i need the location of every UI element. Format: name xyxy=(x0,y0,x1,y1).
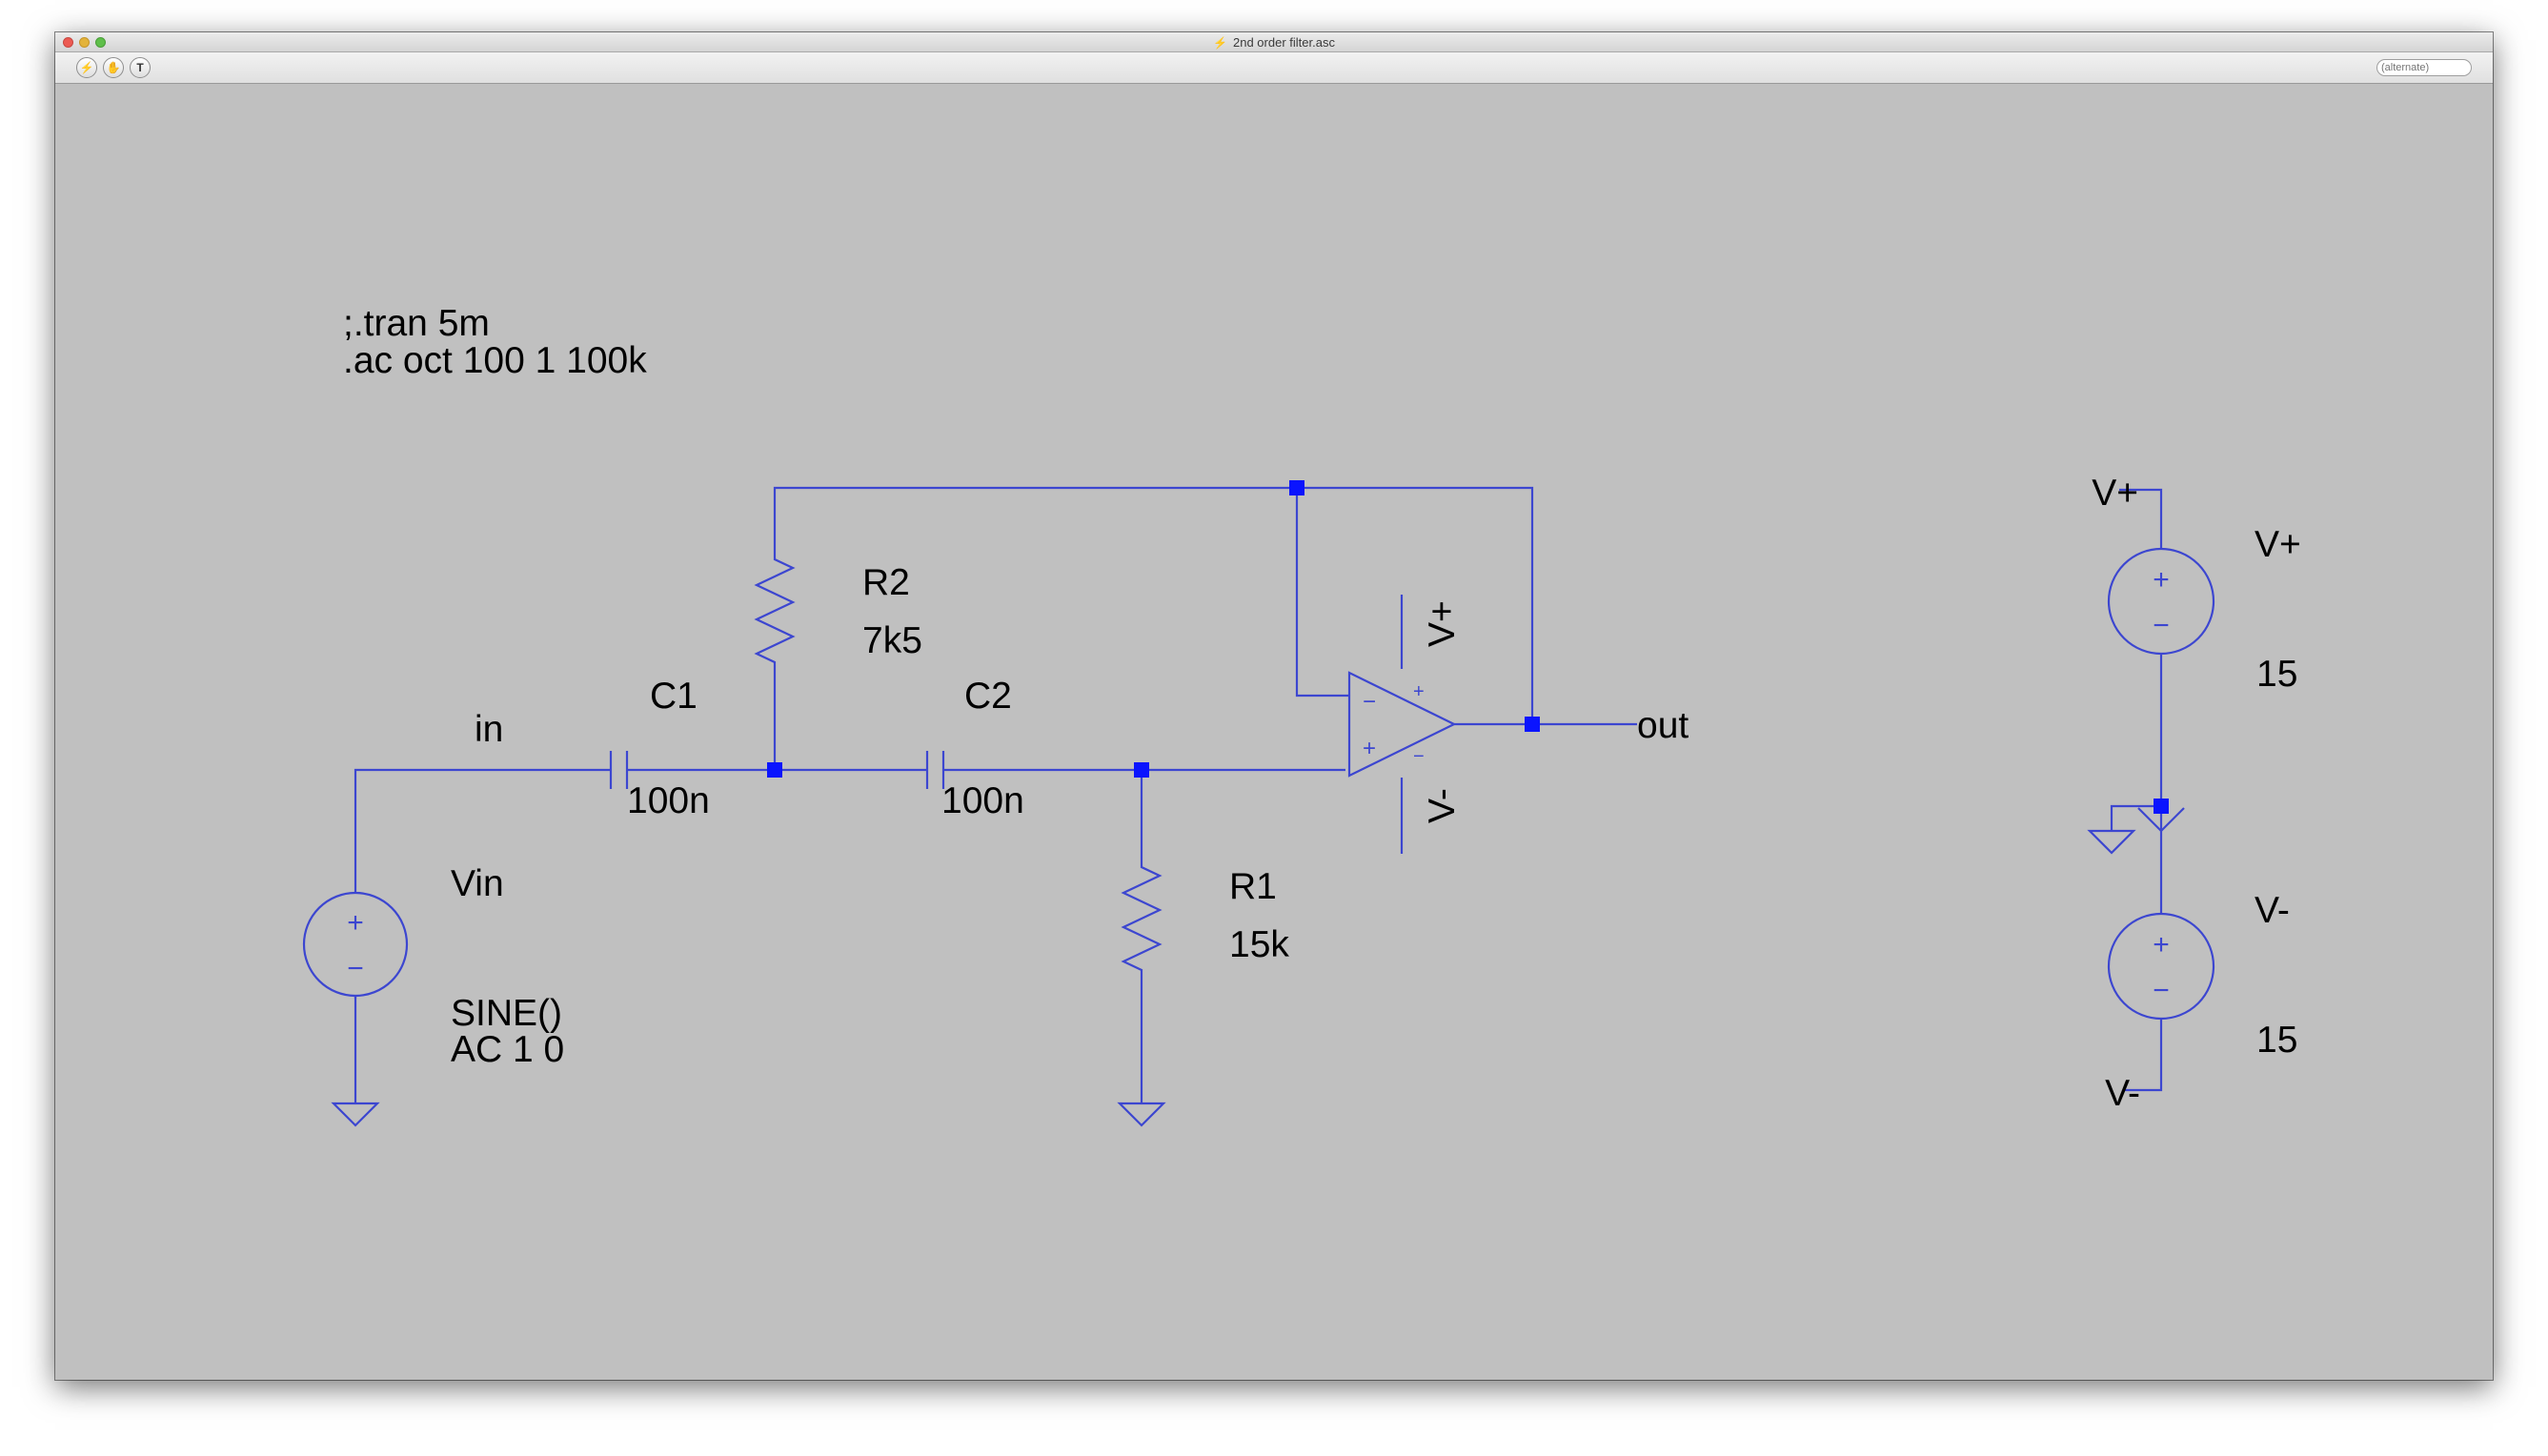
opamp-vpos-sign: + xyxy=(1413,681,1425,702)
wire-vminus-label xyxy=(2125,1019,2163,1092)
vin-value1[interactable]: SINE() xyxy=(451,993,562,1034)
source-plus-sign: + xyxy=(2153,564,2170,596)
junction-node xyxy=(1289,480,1304,495)
text-tool-icon: T xyxy=(136,61,144,74)
r2-name[interactable]: R2 xyxy=(862,562,910,603)
source-plus-sign: + xyxy=(2153,929,2170,961)
c2-value[interactable]: 100n xyxy=(941,780,1024,821)
resistor-r1[interactable] xyxy=(1121,862,1163,985)
wires[interactable] xyxy=(354,486,2163,1103)
opamp-vpos-label[interactable]: V+ xyxy=(1422,600,1463,647)
wire-in xyxy=(354,768,611,883)
c1-value[interactable]: 100n xyxy=(627,780,710,821)
resistor-r2[interactable] xyxy=(754,555,796,677)
opamp-vneg-sign: − xyxy=(1413,746,1425,767)
wire-supply-gnd xyxy=(2110,804,2161,831)
vneg-value[interactable]: 15 xyxy=(2256,1020,2297,1061)
source-minus-sign: − xyxy=(347,953,364,984)
c1-name[interactable]: C1 xyxy=(650,676,698,717)
r1-name[interactable]: R1 xyxy=(1229,866,1277,907)
junction-node xyxy=(767,762,782,778)
capacitor-c2[interactable] xyxy=(925,751,945,789)
opamp-noninv-sign: + xyxy=(1363,736,1376,761)
document-icon: ⚡ xyxy=(1213,36,1227,50)
search-input[interactable] xyxy=(2376,59,2472,76)
source-plus-sign: + xyxy=(347,907,364,939)
vin-value2[interactable]: AC 1 0 xyxy=(451,1029,564,1070)
voltage-source-vin[interactable]: + − xyxy=(302,883,409,999)
ground-r1[interactable] xyxy=(1117,1102,1166,1127)
c2-name[interactable]: C2 xyxy=(964,676,1012,717)
voltage-source-vpos[interactable]: + − xyxy=(2107,547,2215,656)
source-minus-sign: − xyxy=(2153,975,2170,1006)
close-button[interactable] xyxy=(63,37,73,48)
supply-label-vplus[interactable]: V+ xyxy=(2092,473,2138,514)
junction-node xyxy=(1134,762,1149,778)
window-controls xyxy=(63,37,106,48)
halt-button[interactable]: ✋ xyxy=(103,57,124,78)
ltspice-window: ⚡ 2nd order filter.asc ⚡ ✋ T ;.tran 5m .a… xyxy=(55,32,2493,1380)
capacitor-c1[interactable] xyxy=(609,751,629,789)
supply-flag xyxy=(2137,807,2185,833)
wire-feedback xyxy=(773,486,1534,724)
directive-tran[interactable]: ;.tran 5m xyxy=(343,303,490,344)
wire-vplus-label xyxy=(2119,488,2163,549)
text-tool-button[interactable]: T xyxy=(130,57,151,78)
directive-ac[interactable]: .ac oct 100 1 100k xyxy=(343,340,647,381)
directive-text[interactable]: ;.tran 5m .ac oct 100 1 100k xyxy=(343,303,647,381)
opamp[interactable]: − + + − xyxy=(1347,671,1457,778)
opamp-inv-sign: − xyxy=(1363,689,1376,715)
junction-node xyxy=(2154,799,2169,814)
window-title: ⚡ 2nd order filter.asc xyxy=(55,35,2493,50)
r1-value[interactable]: 15k xyxy=(1229,924,1289,965)
ground-vin[interactable] xyxy=(331,1102,380,1127)
run-button[interactable]: ⚡ xyxy=(76,57,97,78)
net-label-in[interactable]: in xyxy=(475,709,503,750)
junction-node xyxy=(1525,717,1540,732)
wire-inv-input xyxy=(1295,488,1349,698)
source-minus-sign: − xyxy=(2153,610,2170,641)
title-bar: ⚡ 2nd order filter.asc xyxy=(55,32,2493,52)
r2-value[interactable]: 7k5 xyxy=(862,620,922,661)
zoom-button[interactable] xyxy=(95,37,106,48)
ground-supply[interactable] xyxy=(2087,829,2136,855)
minimize-button[interactable] xyxy=(79,37,90,48)
schematic-canvas[interactable]: ;.tran 5m .ac oct 100 1 100k xyxy=(55,84,2493,1380)
vin-name[interactable]: Vin xyxy=(451,863,504,904)
voltage-source-vneg[interactable]: + − xyxy=(2107,912,2215,1021)
window-title-text: 2nd order filter.asc xyxy=(1233,35,1335,50)
junctions xyxy=(767,480,2169,814)
halt-icon: ✋ xyxy=(106,61,121,74)
vpos-value[interactable]: 15 xyxy=(2256,654,2297,695)
opamp-vneg-label[interactable]: V- xyxy=(1422,788,1463,823)
net-label-out[interactable]: out xyxy=(1637,705,1689,746)
supply-label-vminus[interactable]: V- xyxy=(2105,1073,2140,1114)
toolbar: ⚡ ✋ T xyxy=(55,52,2493,84)
vneg-name[interactable]: V- xyxy=(2255,890,2290,931)
vpos-name[interactable]: V+ xyxy=(2255,524,2301,565)
run-icon: ⚡ xyxy=(79,61,94,74)
